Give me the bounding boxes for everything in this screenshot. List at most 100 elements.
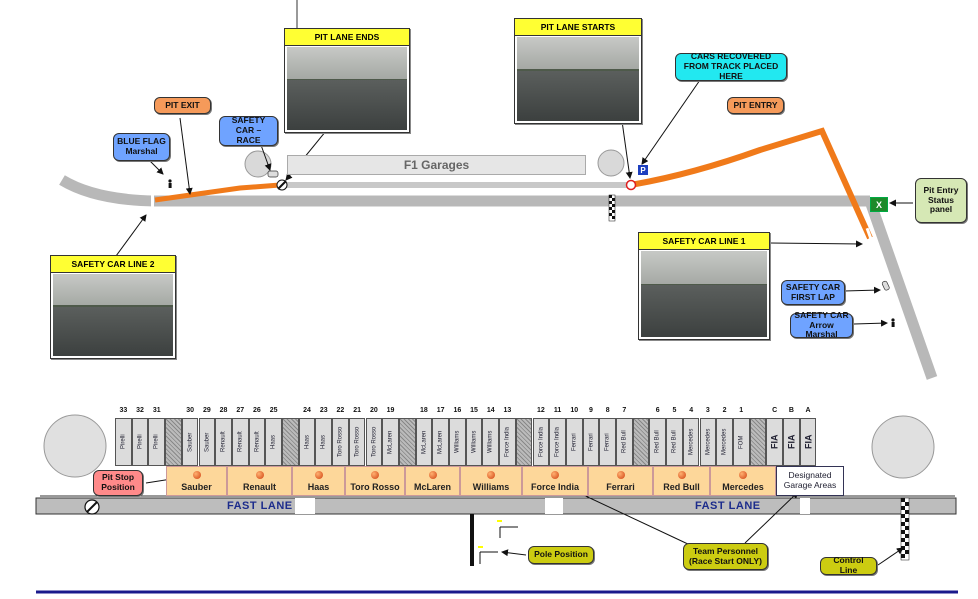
pit-box-number: 1 [739, 407, 744, 414]
safety-car-line-2-title: SAFETY CAR LINE 2 [51, 256, 175, 273]
pit-box-number: 32 [136, 407, 144, 414]
safety-car-line-1-photo [641, 251, 767, 337]
team-area: Force India [522, 466, 588, 496]
pit-box-label: Mercedes [704, 428, 711, 456]
team-area: McLaren [405, 466, 460, 496]
pit-box-divider [749, 418, 767, 466]
safety-car-line-1-photo-box: SAFETY CAR LINE 1 [638, 232, 770, 340]
pit-box-label: Mercedes [688, 428, 695, 456]
pit-exit-label: PIT EXIT [154, 97, 211, 114]
pit-box-divider [398, 418, 416, 466]
team-name: Haas [307, 482, 330, 492]
pit-box-label: Force India [554, 427, 561, 458]
pit-box-number: 24 [303, 407, 311, 414]
pit-box-label: Ferrari [587, 433, 594, 451]
pit-stop-position-label: Pit Stop Position [93, 470, 143, 496]
team-name: Sauber [181, 482, 212, 492]
pit-box-number: 9 [588, 407, 593, 414]
pit-box-number: 27 [236, 407, 245, 414]
team-area: Toro Rosso [345, 466, 405, 496]
pit-box-number: 29 [202, 407, 211, 414]
designated-garage-areas: Designated Garage Areas [776, 466, 844, 496]
pit-box-number: 31 [152, 407, 161, 414]
pit-box-number: 8 [605, 407, 610, 414]
pit-entry-lane [629, 127, 873, 240]
team-name: Ferrari [606, 482, 635, 492]
pit-box-divider [165, 418, 182, 466]
pit-box-label: FOM [738, 435, 745, 449]
pit-box-number: 6 [655, 407, 660, 414]
pit-exit-lane [154, 182, 281, 203]
team-area: Sauber [166, 466, 227, 496]
safety-car-race-label: SAFETY CAR – RACE [219, 115, 278, 146]
pit-box-label: Mercedes [721, 428, 728, 456]
pit-lane-starts-title: PIT LANE STARTS [515, 19, 641, 36]
pit-box-number: 21 [353, 407, 362, 414]
pit-lane-ends-photo [287, 47, 407, 130]
team-area: Ferrari [588, 466, 653, 496]
pit-box-number: 10 [570, 407, 579, 414]
pit-stop-marker-icon [677, 471, 686, 479]
pit-entry-status-panel: X [870, 197, 888, 212]
pit-box-label: Toro Rosso [337, 426, 344, 458]
pit-box-number: 23 [319, 407, 328, 414]
garage-end-right [597, 149, 625, 177]
team-area: Mercedes [710, 466, 776, 496]
pit-box-number: 18 [420, 407, 428, 414]
pit-stop-marker-icon [551, 471, 559, 479]
pit-box-number: C [772, 407, 778, 414]
grid-line [470, 514, 474, 566]
f1-garages: F1 Garages [287, 155, 586, 175]
team-area: Renault [227, 466, 292, 496]
pit-box-label [400, 421, 415, 463]
pit-stop-marker-icon [487, 471, 495, 479]
team-name: Mercedes [722, 482, 764, 492]
team-name: Toro Rosso [350, 482, 400, 492]
pit-box-number: 25 [269, 407, 278, 414]
safety-car-arrow-marshal-label: SAFETY CAR Arrow Marshal [790, 310, 853, 339]
pit-box-number: 33 [119, 407, 128, 414]
marshal-icon [168, 179, 172, 188]
pit-box-label: Haas [270, 435, 277, 450]
track-right-section [864, 199, 938, 380]
safety-car-icon-2 [881, 280, 890, 291]
pole-position-label: Pole Position [528, 546, 594, 564]
pit-box-label [751, 421, 766, 463]
pit-box-number: 2 [722, 407, 727, 414]
pit-box-divider [515, 418, 533, 466]
team-area: Williams [460, 466, 522, 496]
pit-box-number: 28 [219, 407, 228, 414]
team-area: Haas [292, 466, 345, 496]
pit-box-number: 22 [336, 407, 345, 414]
pit-lane-starts-photo-box: PIT LANE STARTS [514, 18, 642, 124]
garage-end-bottom-left [43, 414, 107, 478]
pit-box-number: 13 [503, 407, 512, 414]
safety-car-icon [267, 170, 279, 178]
pit-box-number: 4 [689, 407, 694, 414]
pit-box-number: 20 [369, 407, 378, 414]
garage-end-bottom-right [871, 415, 935, 479]
pit-box-label [283, 421, 298, 463]
safety-car-line-2-marker [151, 193, 154, 207]
pit-box-label: Red Bull [671, 430, 678, 454]
pit-lane-starts-photo [517, 37, 639, 121]
